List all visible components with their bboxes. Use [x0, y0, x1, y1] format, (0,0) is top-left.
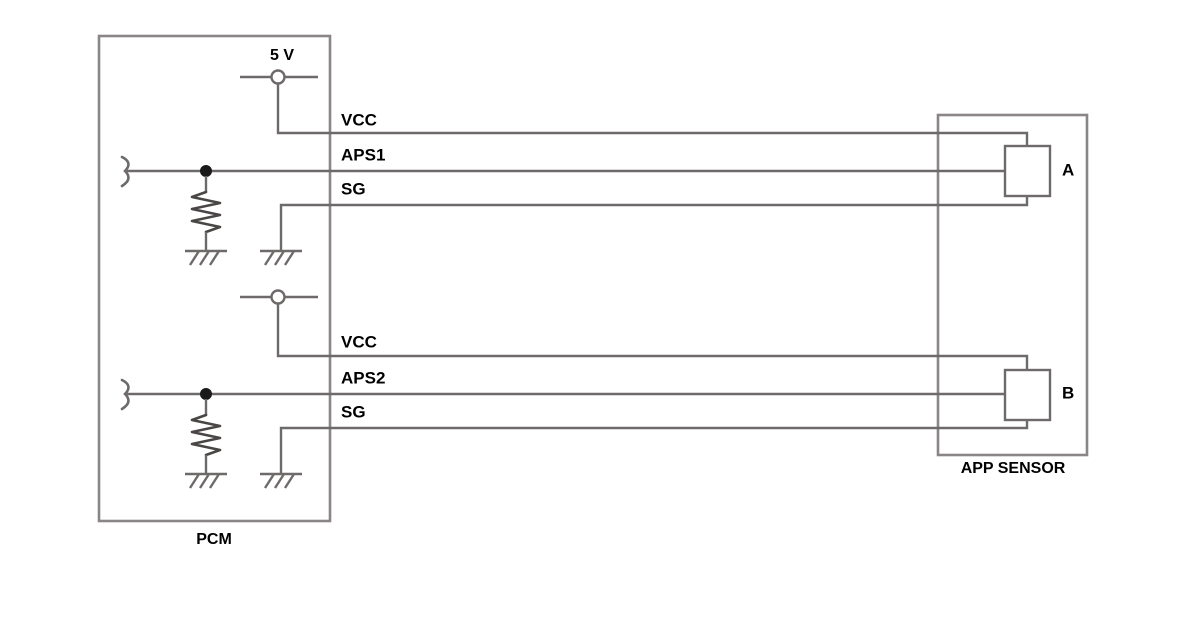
- supply-terminal-circle-1: [270, 69, 286, 85]
- label-aps1: APS1: [341, 145, 385, 164]
- sensor-element-a: [1003, 144, 1052, 198]
- label-sensor-a: A: [1062, 160, 1074, 179]
- label-sg-2: SG: [341, 402, 366, 421]
- sensor-element-b: [1003, 368, 1052, 422]
- ground-symbol-1a: [185, 249, 227, 266]
- label-sg-1: SG: [341, 179, 366, 198]
- supply-terminal-circle-2: [270, 289, 286, 305]
- break-symbol-2: [120, 378, 130, 411]
- ground-symbol-1b: [260, 249, 302, 266]
- wire-sg-2: [279, 420, 1029, 474]
- label-aps2: APS2: [341, 368, 385, 387]
- label-sensor-b: B: [1062, 383, 1074, 402]
- wire-sg-1: [279, 196, 1029, 251]
- wire-vcc-2: [276, 303, 1029, 370]
- junction-dot-2: [200, 388, 212, 400]
- ground-symbol-2a: [185, 472, 227, 489]
- label-five-volt: 5 V: [270, 47, 294, 64]
- break-symbol-1: [120, 155, 130, 188]
- ground-symbol-2b: [260, 472, 302, 489]
- label-vcc-2: VCC: [341, 332, 377, 351]
- junction-dot-1: [200, 165, 212, 177]
- resistor-1: [190, 190, 222, 234]
- label-app-sensor: APP SENSOR: [961, 460, 1066, 477]
- label-vcc-1: VCC: [341, 110, 377, 129]
- label-pcm: PCM: [196, 531, 232, 548]
- pcm-enclosure: [97, 34, 332, 523]
- wire-vcc-1: [276, 83, 1029, 146]
- resistor-2: [190, 413, 222, 457]
- app-sensor-enclosure: [936, 113, 1089, 457]
